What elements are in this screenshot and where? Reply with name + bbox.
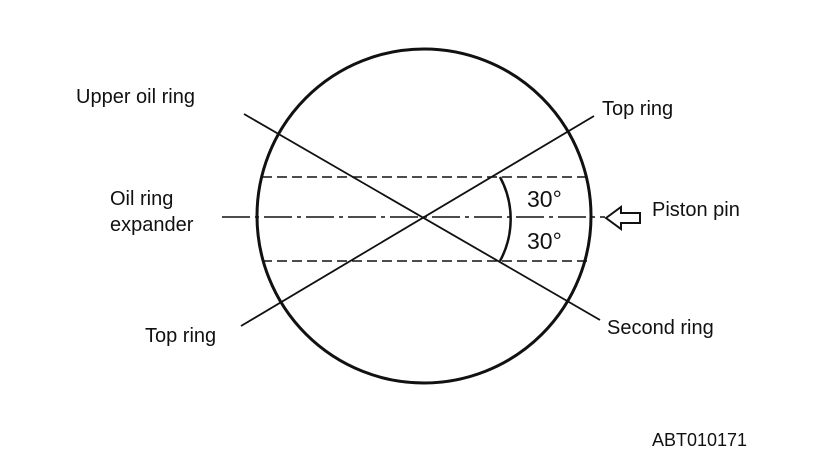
arrow-left-outline-icon <box>604 205 641 231</box>
oil-ring-expander-label-line1: Oil ring <box>110 188 173 210</box>
angle-lower-label: 30° <box>527 228 562 254</box>
top-ring-lower-label: Top ring <box>145 325 216 347</box>
piston-circle <box>255 47 593 385</box>
oil-ring-expander-label-line2: expander <box>110 214 194 236</box>
upper-oil-ring-to-second-ring-line <box>243 113 601 321</box>
angle-arc <box>498 176 512 262</box>
top-ring-upper-label: Top ring <box>602 98 673 120</box>
upper-oil-ring-label: Upper oil ring <box>76 86 195 108</box>
angle-upper-label: 30° <box>527 186 562 212</box>
figure-code-label: ABT010171 <box>652 430 747 450</box>
top-ring-line <box>240 115 595 327</box>
piston-pin-label: Piston pin <box>652 199 740 221</box>
second-ring-label: Second ring <box>607 317 714 339</box>
